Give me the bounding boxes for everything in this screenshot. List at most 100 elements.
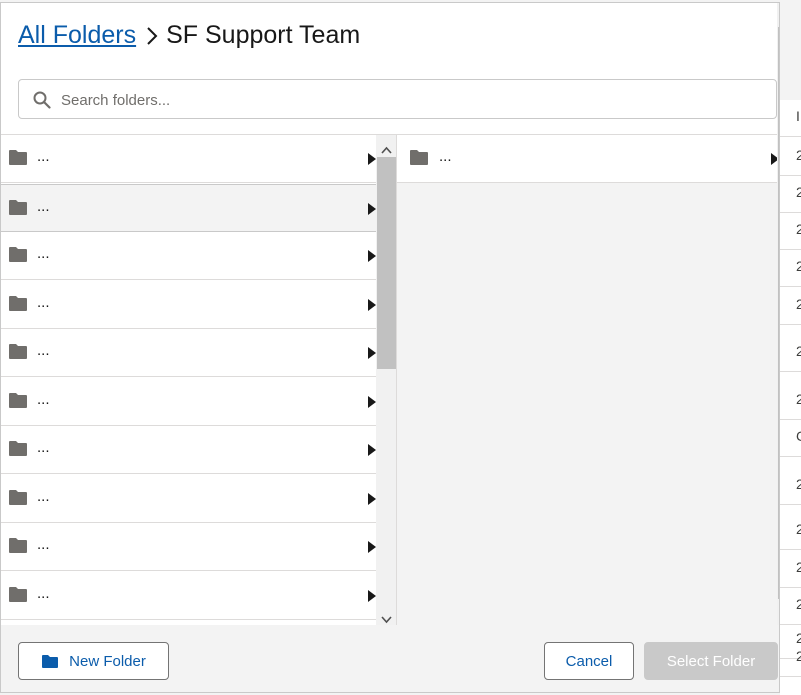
background-row-text: 2 xyxy=(796,648,801,664)
folder-row[interactable]: ... xyxy=(1,183,376,232)
background-row-divider xyxy=(780,587,801,588)
caret-right-icon[interactable] xyxy=(368,249,376,267)
folder-icon xyxy=(409,149,429,171)
background-row-text: 2 xyxy=(796,559,801,575)
folder-columns: ... ... ... ... ... xyxy=(1,134,779,626)
folder-name: ... xyxy=(37,584,50,602)
folder-name: ... xyxy=(37,390,50,408)
caret-right-icon[interactable] xyxy=(368,202,376,220)
background-row-text: 2 xyxy=(796,343,801,359)
caret-right-icon[interactable] xyxy=(368,152,376,170)
folder-name: ... xyxy=(37,197,50,215)
modal-scrollbar[interactable] xyxy=(777,3,779,625)
folder-row[interactable]: ... xyxy=(1,232,376,280)
chevron-right-icon xyxy=(146,26,158,46)
breadcrumb-all-folders-link[interactable]: All Folders xyxy=(18,21,137,49)
scroll-up-arrow-icon[interactable] xyxy=(381,141,392,159)
background-row-divider xyxy=(780,658,801,659)
background-row-text: 2 xyxy=(796,184,801,200)
column-1-scrollbar[interactable] xyxy=(376,135,397,625)
scroll-down-arrow-icon[interactable] xyxy=(381,611,392,629)
folder-row[interactable]: ... xyxy=(1,135,376,183)
caret-right-icon[interactable] xyxy=(368,298,376,316)
folder-icon xyxy=(8,149,28,171)
folder-column-2: ... xyxy=(397,135,779,625)
background-row-text: 2 xyxy=(796,258,801,274)
background-row-divider xyxy=(780,456,801,457)
folder-row[interactable]: ... xyxy=(1,523,376,571)
background-row-divider xyxy=(780,212,801,213)
background-row-text: 2 xyxy=(796,521,801,537)
folder-name: ... xyxy=(37,536,50,553)
caret-right-icon[interactable] xyxy=(368,395,376,413)
caret-right-icon[interactable] xyxy=(368,589,376,607)
background-row-divider xyxy=(780,175,801,176)
folder-name: ... xyxy=(37,245,50,262)
folder-row[interactable]: ... xyxy=(1,280,376,329)
folder-icon xyxy=(8,440,28,462)
search-box xyxy=(18,79,777,120)
background-row-divider xyxy=(780,624,801,625)
background-header-strip xyxy=(780,0,801,100)
modal-footer: New Folder Cancel Select Folder xyxy=(1,625,779,692)
folder-row[interactable]: ... xyxy=(1,329,376,377)
folder-icon xyxy=(41,654,59,669)
background-row-divider xyxy=(780,419,801,420)
folder-row[interactable]: ... xyxy=(1,426,376,474)
folder-name: ... xyxy=(439,148,452,165)
folder-row[interactable]: ... xyxy=(1,571,376,620)
folder-icon xyxy=(8,537,28,559)
background-row-text: 2 xyxy=(796,391,801,407)
background-row-text: 2 xyxy=(796,596,801,612)
scrollbar-thumb[interactable] xyxy=(778,27,779,599)
folder-name: ... xyxy=(37,148,50,165)
breadcrumb: All Folders SF Support Team xyxy=(18,21,360,50)
background-row-text: 2 xyxy=(796,147,801,163)
folder-icon xyxy=(8,586,28,608)
caret-right-icon[interactable] xyxy=(368,540,376,558)
background-row-divider xyxy=(780,136,801,137)
caret-right-icon[interactable] xyxy=(771,152,779,170)
folder-column-1: ... ... ... ... ... xyxy=(1,135,376,625)
folder-icon xyxy=(8,246,28,268)
folder-name: ... xyxy=(37,487,50,505)
select-folder-button[interactable]: Select Folder xyxy=(644,642,778,680)
new-folder-button-label: New Folder xyxy=(69,652,146,670)
folder-icon xyxy=(8,199,28,221)
background-row-text: I xyxy=(796,108,800,124)
folder-row[interactable]: ... xyxy=(397,135,779,183)
background-row-text: 2 xyxy=(796,296,801,312)
background-row-divider xyxy=(780,504,801,505)
folder-icon xyxy=(8,392,28,414)
search-input[interactable] xyxy=(59,80,763,120)
folder-name: ... xyxy=(37,293,50,311)
background-row-text: 2 xyxy=(796,221,801,237)
folder-icon xyxy=(8,295,28,317)
background-row-text: C xyxy=(796,428,801,444)
background-row-divider xyxy=(780,249,801,250)
background-row-divider xyxy=(780,324,801,325)
folder-icon xyxy=(8,489,28,511)
folder-row[interactable]: ... xyxy=(1,474,376,523)
background-row-divider xyxy=(780,676,801,677)
caret-right-icon[interactable] xyxy=(368,346,376,364)
folder-icon xyxy=(8,343,28,365)
folder-row[interactable]: ... xyxy=(1,377,376,426)
background-page: I2222222C222222 xyxy=(780,0,801,695)
cancel-button[interactable]: Cancel xyxy=(544,642,634,680)
background-row-divider xyxy=(780,549,801,550)
folder-name: ... xyxy=(37,439,50,456)
background-row-divider xyxy=(780,371,801,372)
new-folder-button[interactable]: New Folder xyxy=(18,642,169,680)
background-row-text: 2 xyxy=(796,630,801,646)
folder-picker-modal: All Folders SF Support Team ... ... xyxy=(0,2,780,693)
caret-right-icon[interactable] xyxy=(368,492,376,510)
caret-right-icon[interactable] xyxy=(368,443,376,461)
background-row-divider xyxy=(780,286,801,287)
background-row-text: 2 xyxy=(796,476,801,492)
folder-name: ... xyxy=(37,342,50,359)
breadcrumb-current-folder: SF Support Team xyxy=(166,21,361,49)
scrollbar-thumb[interactable] xyxy=(377,157,396,369)
search-icon xyxy=(33,91,51,114)
modal-header: All Folders SF Support Team xyxy=(1,3,779,134)
